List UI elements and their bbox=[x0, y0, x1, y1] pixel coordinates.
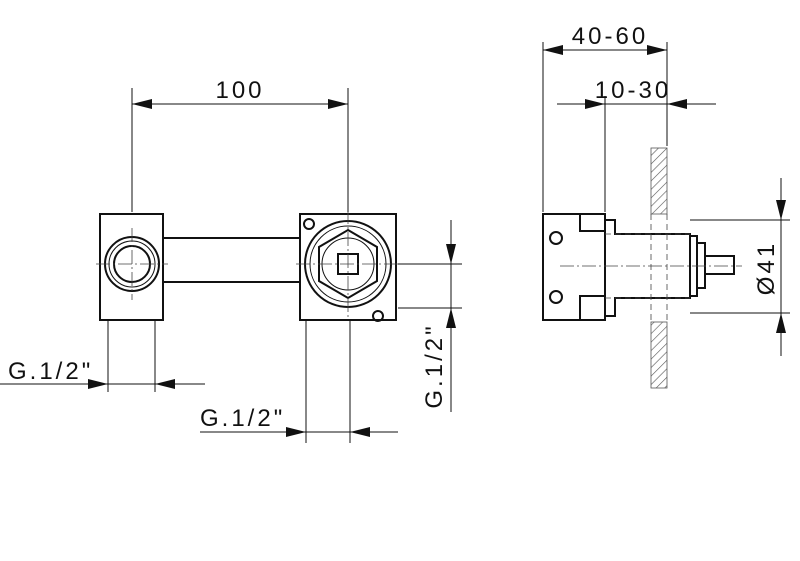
mounting-hole-top bbox=[303, 218, 315, 230]
dimension-wall-depth bbox=[542, 42, 668, 212]
side-view bbox=[542, 147, 742, 389]
side-step bbox=[579, 214, 605, 320]
label-diameter: Ø41 bbox=[753, 241, 780, 295]
side-hole-bottom bbox=[549, 290, 563, 304]
label-tile-depth: 10-30 bbox=[595, 77, 671, 104]
left-inlet-block bbox=[99, 213, 164, 321]
label-wall-depth: 40-60 bbox=[572, 23, 648, 50]
dimension-bottom-inlet bbox=[200, 320, 398, 443]
front-view bbox=[96, 210, 400, 322]
valve-cartridge bbox=[605, 219, 691, 317]
dimension-tile-depth bbox=[557, 96, 716, 212]
dimension-vertical-outlet bbox=[398, 220, 462, 412]
spindle-base bbox=[696, 242, 706, 289]
label-100: 100 bbox=[215, 77, 264, 104]
spindle bbox=[704, 255, 735, 275]
mounting-hole-bottom bbox=[372, 310, 384, 322]
label-vertical-outlet: G.1/2" bbox=[421, 323, 448, 408]
side-hole-top bbox=[549, 231, 563, 245]
wall-hatch-bottom bbox=[650, 321, 668, 389]
label-bottom-inlet: G.1/2" bbox=[200, 405, 285, 432]
side-body-block bbox=[542, 213, 606, 321]
wall-hatch-top bbox=[650, 147, 668, 215]
dimension-diameter bbox=[690, 178, 790, 356]
dimension-left-inlet bbox=[0, 320, 205, 392]
label-left-inlet: G.1/2" bbox=[8, 358, 93, 385]
dimension-100 bbox=[131, 88, 349, 212]
connecting-pipe bbox=[163, 237, 300, 283]
